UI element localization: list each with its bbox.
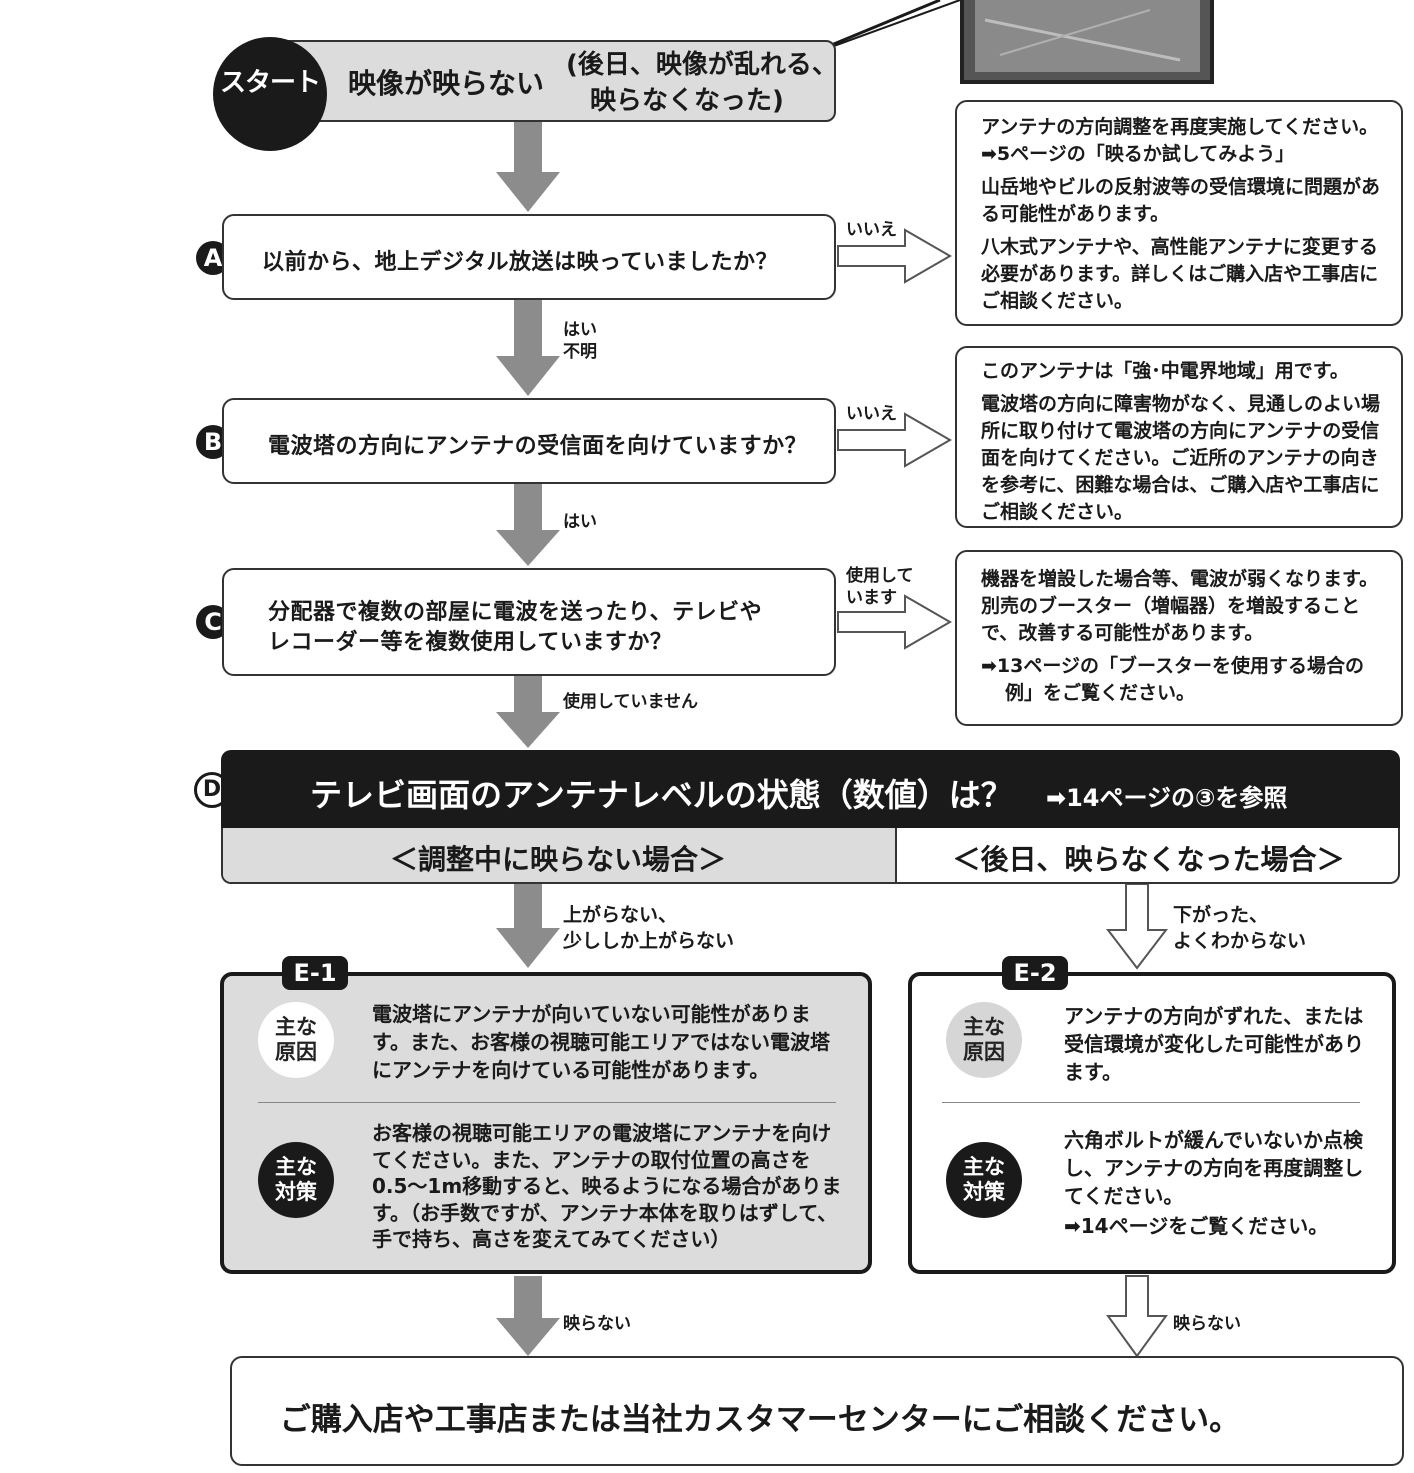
note-a-para: アンテナの方向調整を再度実施してください。➡5ページの「映るか試してみよう」: [981, 116, 1379, 165]
question-a-yes-label-2: 不明: [563, 342, 597, 362]
d-left-case: ＜調整中に映らない場合＞: [389, 843, 726, 876]
right-arrow-outline: [837, 228, 952, 650]
e1-measure-label: 主な対策: [258, 1142, 334, 1218]
e2-cause-text: アンテナの方向がずれた、または受信環境が変化した可能性があります。: [1064, 1004, 1364, 1084]
question-a-yes-label-1: はい: [563, 320, 597, 340]
tv-noise-image: [975, 0, 1200, 72]
e2-measure-text: 六角ボルトが緩んでいないか点検し、アンテナの方向を再度調整してください。: [1064, 1128, 1364, 1208]
e1-measure-label-2: 対策: [275, 1180, 317, 1204]
e2-measure-label: 主な対策: [946, 1142, 1022, 1218]
start-sub-line1: (後日、映像が乱れる、: [566, 50, 838, 80]
e2-cause-label-1: 主な: [963, 1014, 1005, 1039]
e2-measure-label-2: 対策: [963, 1180, 1005, 1204]
e2-tag: E-2: [1002, 956, 1068, 990]
question-c-no-label-2: います: [846, 588, 897, 608]
d-left-arrow-label-1: 上がらない、: [563, 904, 678, 926]
d-title: テレビ画面のアンテナレベルの状態（数値）は？: [310, 776, 1013, 814]
question-a-box: [222, 214, 836, 300]
e1-cause-label-2: 原因: [275, 1040, 317, 1064]
d-right-arrow-label-2: よくわからない: [1173, 930, 1307, 952]
question-b-box: [222, 398, 836, 484]
start-box: [250, 40, 836, 122]
start-label: スタート: [219, 68, 321, 98]
d-right-case: ＜後日、映らなくなった場合＞: [952, 843, 1345, 876]
e2-measure-ref: ➡14ページをご覧ください。: [1064, 1214, 1329, 1238]
e1-divider: [258, 1102, 836, 1103]
question-b-text: 電波塔の方向にアンテナの受信面を向けていますか？: [268, 434, 808, 459]
question-b-no-label: いいえ: [846, 404, 897, 424]
note-a-para: 山岳地やビルの反射波等の受信環境に問題がある可能性があります。: [981, 175, 1381, 225]
bottom-left-arrow-label: 映らない: [563, 1314, 631, 1334]
question-c-yes-label: 使用していません: [563, 692, 698, 712]
e2-cause-label-2: 原因: [963, 1040, 1005, 1064]
note-a-para: 八木式アンテナや、高性能アンテナに変更する必要があります。詳しくはご購入店や工事…: [981, 235, 1379, 312]
d-right-arrow-label-1: 下がった、: [1173, 904, 1269, 926]
note-b-box: このアンテナは「強･中電界地域」用です。 電波塔の方向に障害物がなく、見通しのよ…: [955, 346, 1403, 528]
e1-measure-label-1: 主な: [275, 1154, 317, 1179]
note-b-para: 電波塔の方向に障害物がなく、見通しのよい場所に取り付けて電波塔の方向にアンテナの…: [981, 392, 1381, 523]
e2-cause-label: 主な原因: [946, 1002, 1022, 1078]
final-text: ご購入店や工事店または当社カスタマーセンターにご相談ください。: [279, 1402, 1241, 1438]
d-ref: ➡14ページの③を参照: [1046, 784, 1288, 812]
d-header-bar: [221, 750, 1400, 830]
start-main-text: 映像が映らない: [348, 67, 545, 100]
bottom-right-arrow-label: 映らない: [1173, 1314, 1241, 1334]
start-circle: [213, 37, 327, 151]
d-cases-row: [221, 828, 1400, 884]
note-c-para: ➡13ページの「ブースターを使用する場合の例」をご覧ください。: [981, 654, 1365, 704]
down-arrow-outline: [1105, 883, 1169, 1358]
note-c-para: 機器を増設した場合等、電波が弱くなります。別売のブースター（増幅器）を増設するこ…: [981, 568, 1379, 644]
e1-cause-label-1: 主な: [275, 1014, 317, 1039]
question-a-no-label: いいえ: [846, 220, 897, 240]
note-c-box: 機器を増設した場合等、電波が弱くなります。別売のブースター（増幅器）を増設するこ…: [955, 550, 1403, 726]
e1-cause-label: 主な原因: [258, 1002, 334, 1078]
d-left-case-cell: [223, 828, 897, 882]
down-arrow-gray: [496, 122, 560, 1356]
note-b-para: このアンテナは「強･中電界地域」用です。: [981, 360, 1349, 382]
note-a-box: アンテナの方向調整を再度実施してください。➡5ページの「映るか試してみよう」 山…: [955, 100, 1403, 326]
e1-measure-text: お客様の視聴可能エリアの電波塔にアンテナを向けてください。また、アンテナの取付位…: [372, 1121, 842, 1252]
start-sub-line2: 映らなくなった): [590, 86, 784, 116]
final-box: [230, 1356, 1404, 1466]
question-b-yes-label: はい: [563, 512, 597, 532]
d-left-arrow-label-2: 少ししか上がらない: [563, 930, 735, 952]
e2-divider: [942, 1102, 1360, 1103]
question-c-no-label-1: 使用して: [846, 566, 914, 586]
question-c-text-line1: 分配器で複数の部屋に電波を送ったり、テレビや: [268, 600, 763, 625]
question-a-text: 以前から、地上デジタル放送は映っていましたか？: [262, 250, 778, 275]
e2-measure-label-1: 主な: [963, 1154, 1005, 1179]
question-c-text-line2: レコーダー等を複数使用していますか？: [268, 630, 673, 655]
e1-cause-text: 電波塔にアンテナが向いていない可能性があります。また、お客様の視聴可能エリアでは…: [372, 1002, 830, 1082]
e1-tag: E-1: [282, 956, 348, 990]
question-c-box: [222, 568, 836, 676]
step-d-letter: D: [202, 777, 222, 802]
